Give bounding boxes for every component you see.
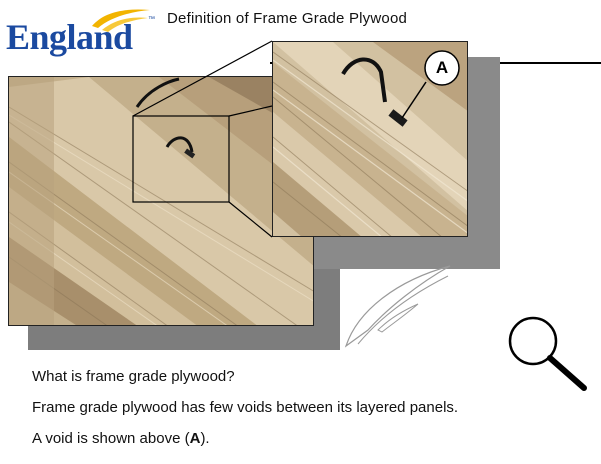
magnifying-glass-icon [508,316,587,391]
void-note-prefix: A void is shown above ( [32,430,190,447]
feather-decoration-icon [344,265,451,348]
void-note: A void is shown above (A). [32,430,210,447]
england-logo: England ™ [6,6,156,57]
void-note-letter: A [189,430,201,447]
page-title: Definition of Frame Grade Plywood [167,10,408,27]
callout-label-a: A [435,58,449,77]
plywood-photo [8,76,314,326]
trademark-symbol: ™ [148,16,155,23]
logo-wordmark: England [6,17,133,57]
question-text: What is frame grade plywood? [32,368,235,385]
plywood-beams-illustration [9,77,313,325]
swoosh-icon [92,9,150,32]
answer-text: Frame grade plywood has few voids betwee… [32,399,459,416]
void-note-suffix: ). [200,430,210,447]
